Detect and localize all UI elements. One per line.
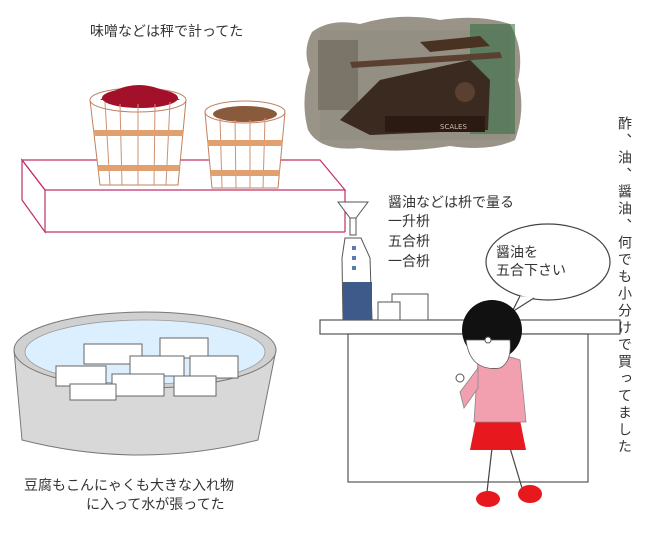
speech-bubble — [485, 223, 611, 314]
speech-bubble-line2: 五合下さい — [496, 263, 566, 279]
shoyu-bottle — [337, 201, 373, 321]
miso-barrel-brown — [204, 100, 286, 189]
vertical-caption: 酢、油、醤油、何でも小分けで買ってました — [616, 116, 632, 456]
measure-item-1: 一升枡 — [388, 214, 430, 230]
measure-caption: 醤油などは枡で量る — [388, 195, 514, 211]
photo-label: SCALES — [440, 123, 467, 131]
tofu-caption-line1: 豆腐もこんにゃくも大きな入れ物 — [24, 478, 234, 494]
tofu-caption-line2: に入って水が張ってた — [86, 497, 225, 513]
measure-item-2: 五合枡 — [388, 234, 430, 250]
speech-bubble-line1: 醤油を — [496, 245, 538, 261]
girl — [455, 300, 542, 507]
scale-photo — [304, 16, 522, 151]
tofu-tub — [13, 311, 277, 456]
shelf — [20, 158, 347, 234]
measure-item-3: 一合枡 — [388, 254, 430, 270]
miso-barrel-red — [89, 85, 187, 186]
masu-boxes — [377, 293, 429, 321]
scale-caption: 味噌などは秤で計ってた — [90, 24, 244, 40]
